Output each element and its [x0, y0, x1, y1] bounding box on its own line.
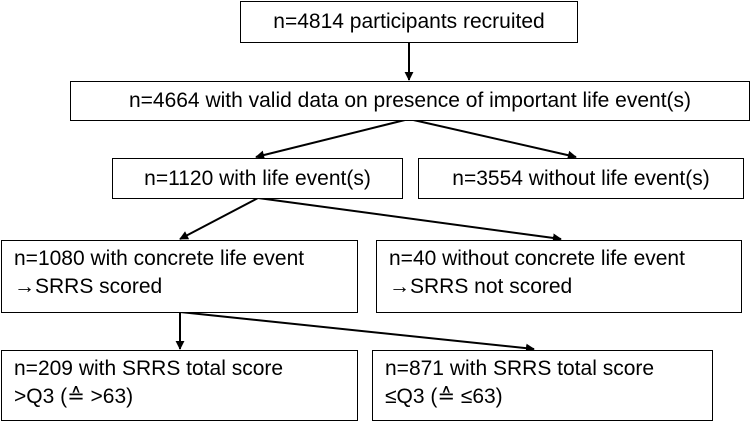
box-without-events-text: n=3554 without life event(s) — [452, 166, 710, 190]
arrow-valid-to-with-events — [255, 118, 410, 160]
box-no-concrete-event: n=40 without concrete life event →SRRS n… — [376, 240, 742, 313]
box-valid-data-text: n=4664 with valid data on presence of im… — [128, 89, 692, 112]
box-recruited-text: n=4814 participants recruited — [273, 10, 545, 33]
box-recruited: n=4814 participants recruited — [240, 1, 578, 43]
box-concrete-event: n=1080 with concrete life event →SRRS sc… — [1, 240, 358, 313]
box-low-score: n=871 with SRRS total score ≤Q3 (≙ ≤63) — [372, 350, 713, 421]
box-no-concrete-event-line1: n=40 without concrete life event — [389, 247, 685, 270]
box-high-score: n=209 with SRRS total score >Q3 (≙ >63) — [1, 350, 358, 421]
box-without-events: n=3554 without life event(s) — [418, 158, 744, 199]
arrow-concrete-to-low-score — [179, 311, 535, 353]
arrow-valid-to-without-events — [408, 118, 577, 160]
box-high-score-line2: >Q3 (≙ >63) — [14, 385, 134, 408]
box-no-concrete-event-line2: →SRRS not scored — [389, 275, 573, 298]
box-with-events: n=1120 with life event(s) — [112, 158, 403, 199]
box-low-score-line2: ≤Q3 (≙ ≤63) — [385, 385, 503, 408]
arrow-with-events-to-concrete — [179, 197, 259, 240]
box-with-events-text: n=1120 with life event(s) — [144, 166, 371, 190]
box-concrete-event-line2: →SRRS scored — [14, 275, 163, 298]
arrow-with-events-to-not-concrete — [257, 197, 562, 243]
box-concrete-event-line1: n=1080 with concrete life event — [14, 247, 305, 270]
box-valid-data: n=4664 with valid data on presence of im… — [70, 81, 750, 121]
box-high-score-line1: n=209 with SRRS total score — [14, 357, 284, 380]
box-low-score-line1: n=871 with SRRS total score — [385, 357, 655, 380]
